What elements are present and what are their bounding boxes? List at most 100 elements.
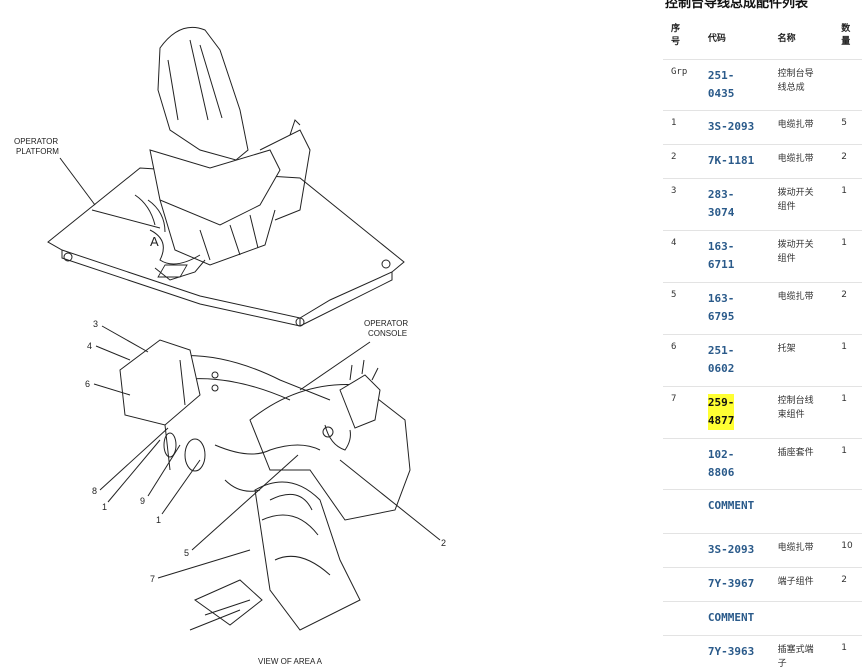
part-code-line1: 251- [707,69,735,82]
part-code-link[interactable]: 163- 6795 [699,282,770,335]
parts-table-row: COMMENT [663,601,862,636]
part-name-line1: 电缆扎带 [777,543,814,553]
callout-8: 8 [92,486,97,496]
row-seq: 2 [663,144,700,179]
header-seq: 序号 [663,17,700,60]
part-code-line1: 7Y-3963 [707,645,755,658]
part-qty: 2 [833,144,862,179]
operator-console-label-line1: OPERATOR [364,319,408,328]
part-code-line2: 8806 [707,466,735,479]
part-name-line1: 托架 [777,344,796,354]
callout-3: 3 [93,319,98,329]
part-code-line2: 6711 [707,258,735,271]
part-name-line1: 电缆扎带 [777,292,814,302]
part-code-link[interactable]: 251-0435 [699,59,770,111]
part-name-line1: 控制台线 [777,396,814,406]
operator-platform-label-line2: PLATFORM [16,147,59,156]
part-code-link[interactable]: 3S-2093 [699,110,770,145]
part-code-link[interactable]: 102- 8806 [699,438,770,490]
part-code-line2: 3074 [707,206,735,219]
row-seq: 3 [663,178,700,231]
operator-console-label-line2: CONSOLE [368,329,407,338]
part-name: 电缆扎带 [769,282,834,335]
part-code-line1: 7Y-3967 [707,577,755,590]
part-name-line1: 端子组件 [777,577,814,587]
part-name: 电缆扎带 [769,144,834,179]
part-name [769,601,834,636]
header-qty-line1: 数 [841,24,851,34]
header-name: 名称 [769,17,834,60]
part-name: 电缆扎带 [769,533,834,568]
part-code-link[interactable]: 7Y-3963 [699,635,770,668]
part-name-line2: 组件 [777,254,796,264]
header-code: 代码 [699,17,770,60]
part-code-link[interactable]: 283-3074 [699,178,770,231]
row-seq [663,438,700,490]
callout-4: 4 [87,341,92,351]
row-seq: 5 [663,282,700,335]
part-code-link[interactable]: 251-0602 [699,334,770,387]
part-name: 托架 [769,334,834,387]
part-code-line1: 259- [707,394,735,412]
part-qty: 5 [833,110,862,145]
callout-7: 7 [150,574,155,584]
part-code-link[interactable]: 259-4877 [699,386,770,439]
part-code-line2: 6795 [707,310,735,323]
part-code-link[interactable]: 163- 6711 [699,230,770,283]
row-seq [663,635,700,668]
part-qty: 1 [833,178,862,231]
part-name-line1: 电缆扎带 [777,120,814,130]
parts-diagram: OPERATOR PLATFORM OPERATOR CONSOLE VIEW … [14,26,446,666]
part-code-line1: 163- [707,292,735,305]
row-seq [663,533,700,568]
part-code-line1: 3S-2093 [707,543,755,556]
row-seq: 4 [663,230,700,283]
part-name-line2: 组件 [777,202,796,212]
part-name-line1: 拨动开关 [777,240,814,250]
part-name-line1: 插塞式端 [777,645,814,655]
header-qty-line2: 量 [841,37,851,47]
parts-table-row: COMMENT [663,489,862,534]
part-code-link[interactable]: 7K-1181 [699,144,770,179]
callout-9: 9 [140,496,145,506]
part-code-line1: 163- [707,240,735,253]
part-name: 插塞式端子 [769,635,834,668]
part-code-line1: 102- [707,448,735,461]
part-qty [833,489,862,534]
part-name-line2: 束组件 [777,410,805,420]
part-name-line1: 控制台导 [777,69,814,79]
part-name-line2: 子 [777,659,787,668]
part-code-link[interactable]: COMMENT [699,601,770,636]
part-qty: 1 [833,334,862,387]
part-name: 拨动开关组件 [769,178,834,231]
row-seq: Grp [663,59,700,111]
operator-platform-label-line1: OPERATOR [14,137,58,146]
part-name-line2: 线总成 [777,83,805,93]
callout-5: 5 [184,548,189,558]
part-qty: 1 [833,386,862,439]
header-qty: 数量 [833,17,862,60]
part-code-link[interactable]: 3S-2093 [699,533,770,568]
row-seq: 7 [663,386,700,439]
part-qty: 1 [833,635,862,668]
part-name: 控制台线束组件 [769,386,834,439]
row-seq [663,601,700,636]
callout-6: 6 [85,379,90,389]
part-code-link[interactable]: 7Y-3967 [699,567,770,602]
area-a-marker: A [150,234,159,249]
part-code-link[interactable]: COMMENT [699,489,770,534]
part-name: 端子组件 [769,567,834,602]
part-name: 电缆扎带 [769,110,834,145]
